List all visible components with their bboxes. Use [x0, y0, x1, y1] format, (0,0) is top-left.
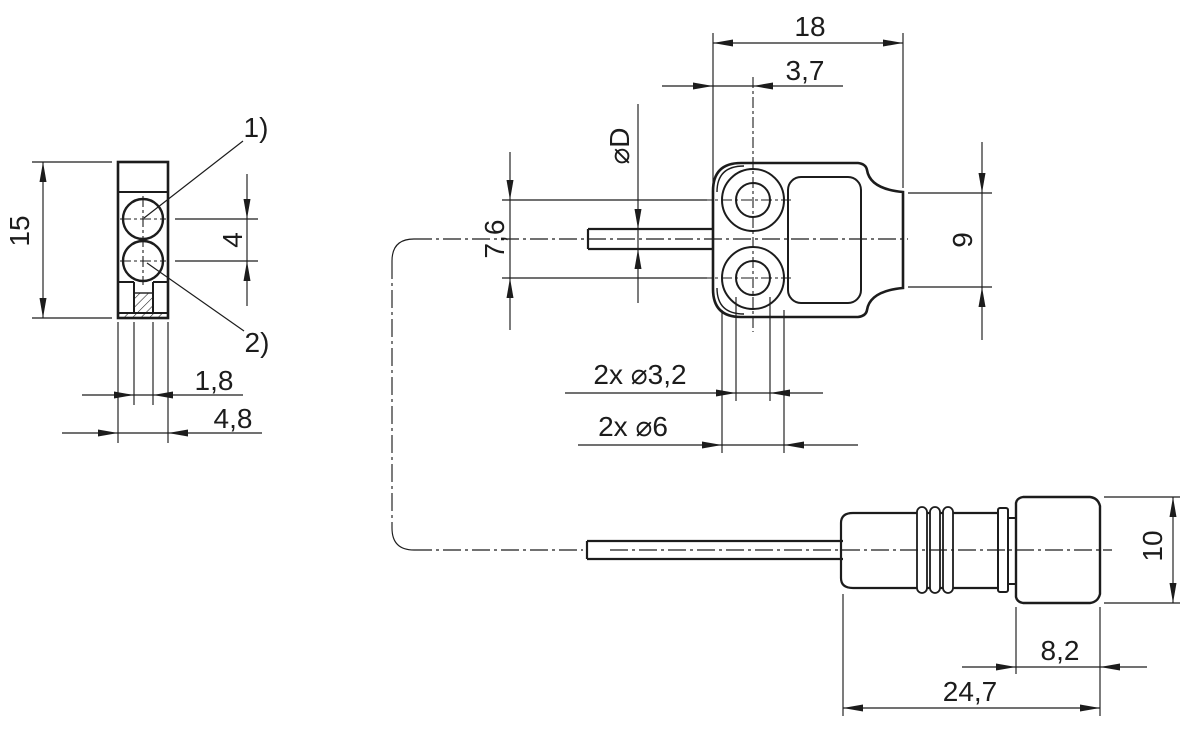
dim-side-widths: 1,8 4,8	[62, 322, 262, 443]
dim-label-18: 18	[794, 11, 825, 42]
dim-connector-cap-length: 8,2	[962, 607, 1147, 716]
dim-bore-small: 2x ⌀3,2	[565, 297, 823, 401]
dim-label-24-7: 24,7	[943, 676, 998, 707]
dim-label-7-6: 7,6	[479, 220, 510, 259]
dim-label-4: 4	[217, 232, 248, 248]
dim-side-height: 15	[4, 161, 112, 319]
dim-label-cable-dia: ⌀D	[604, 127, 635, 164]
side-view: 15 4 1,8 4,8 1)	[4, 112, 269, 443]
dim-top-hole-offset: 3,7	[662, 55, 843, 90]
top-view: 18 3,7 ⌀D 7,6	[414, 11, 992, 453]
dim-top-hole-pitch: 7,6	[479, 152, 707, 330]
dim-label-4-8: 4,8	[214, 403, 253, 434]
dim-label-8-2: 8,2	[1041, 635, 1080, 666]
dim-top-tab-height: 9	[908, 142, 992, 340]
hatched-base	[119, 313, 167, 318]
dim-label-10: 10	[1137, 530, 1168, 561]
dim-bore-large: 2x ⌀6	[578, 310, 858, 453]
head-body-outline	[711, 161, 905, 319]
dim-connector-diameter: 10	[1104, 496, 1180, 604]
dim-side-lens-pitch: 4	[175, 174, 258, 306]
hatched-core	[133, 292, 154, 314]
dim-label-1-8: 1,8	[195, 365, 234, 396]
head-label-area	[787, 176, 862, 304]
dim-label-3-7: 3,7	[786, 55, 825, 86]
callout-1-label: 1)	[244, 112, 269, 143]
dim-cable-diameter: ⌀D	[604, 104, 642, 303]
cable-route	[391, 238, 583, 551]
dim-label-15: 15	[4, 215, 35, 246]
dim-label-2x3-2: 2x ⌀3,2	[593, 359, 686, 390]
dim-top-width: 18	[712, 11, 904, 188]
dim-label-9: 9	[947, 232, 978, 248]
connector-view: 10 8,2 24,7	[585, 495, 1180, 716]
callouts: 1) 2)	[143, 112, 270, 358]
connector-sleeve	[839, 511, 1000, 590]
dim-connector-length: 24,7	[842, 594, 1100, 716]
callout-2-label: 2)	[245, 327, 270, 358]
dim-label-2x6: 2x ⌀6	[598, 411, 668, 442]
